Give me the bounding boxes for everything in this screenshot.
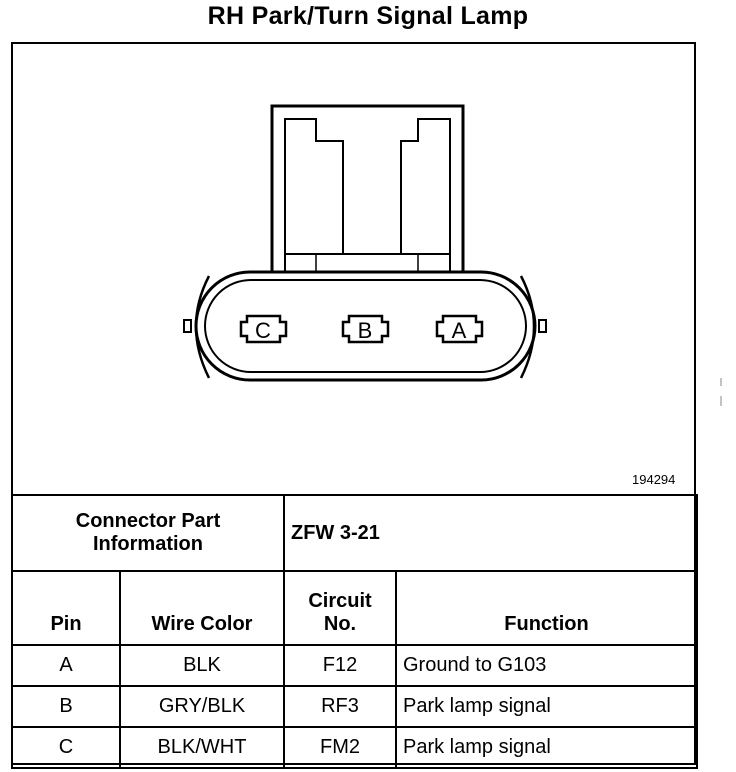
scan-artifact [720,378,722,408]
part-info-row: Connector Part Information ZFW 3-21 [11,494,698,572]
diagram-title: RH Park/Turn Signal Lamp [207,2,529,30]
row-function: Park lamp signal [395,726,698,769]
row-wire-color: BLK [119,644,285,687]
connector-housing [183,104,547,382]
header-circuit-line1: Circuit [308,590,372,612]
row-wire-color: GRY/BLK [119,685,285,728]
header-pin: Pin [11,570,121,646]
cavity-label-c: C [255,318,271,343]
connector-diagram: C B A [183,104,547,382]
header-row: Pin Wire Color Circuit No. Function [11,570,698,646]
part-info-label-line2: Information [93,533,203,555]
part-info-value: ZFW 3-21 [283,494,698,572]
row-circuit: RF3 [283,685,397,728]
row-function: Ground to G103 [395,644,698,687]
header-circuit-line2: No. [323,613,357,635]
cavity-b-outline [341,314,390,344]
row-wire-color: BLK/WHT [119,726,285,769]
cavity-a-outline [435,314,484,344]
row-function: Park lamp signal [395,685,698,728]
part-info-label-line1: Connector Part [75,510,221,532]
row-circuit: FM2 [283,726,397,769]
figure-number: 194294 [632,472,676,487]
row-circuit: F12 [283,644,397,687]
table-row: B GRY/BLK RF3 Park lamp signal [11,685,698,728]
header-wire-color: Wire Color [119,570,285,646]
row-pin: B [11,685,121,728]
cavity-label-b: B [358,318,373,343]
header-function: Function [395,570,698,646]
cavity-c-outline [239,314,288,344]
table-row: A BLK F12 Ground to G103 [11,644,698,687]
pin-table: Connector Part Information ZFW 3-21 Pin … [11,494,698,769]
part-info-label: Connector Part Information [11,494,285,572]
table-row: C BLK/WHT FM2 Park lamp signal [11,726,698,769]
cavity-label-a: A [452,318,467,343]
row-pin: A [11,644,121,687]
header-circuit-no: Circuit No. [283,570,397,646]
terminal-cavities [239,314,484,344]
row-pin: C [11,726,121,769]
